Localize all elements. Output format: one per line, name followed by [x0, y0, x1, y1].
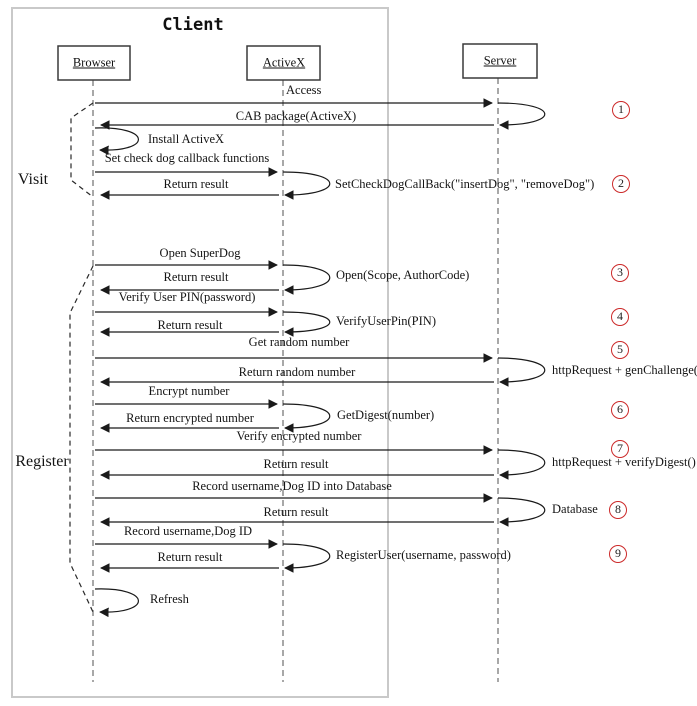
msg-return-result-5: Return result	[263, 504, 329, 519]
msg-return-result-2: Return result	[163, 269, 229, 284]
activex-loop-6	[282, 403, 331, 433]
message-arrows	[94, 98, 546, 618]
diagram-title: Client	[162, 15, 224, 35]
msg-return-encrypted: Return encrypted number	[126, 410, 254, 425]
register-bracket	[69, 265, 94, 613]
msg-return-result-1: Return result	[163, 176, 229, 191]
method-getdigest: GetDigest(number)	[337, 407, 435, 422]
server-box	[462, 43, 538, 79]
method-setcheckdogcallback: SetCheckDogCallBack("insertDog", "remove…	[335, 176, 595, 191]
method-genchallenge: httpRequest + genChallenge()	[552, 362, 697, 377]
activex-loop-3	[282, 264, 331, 295]
section-visit: Visit	[17, 171, 49, 188]
step-badge-8: 8	[609, 501, 627, 519]
msg-refresh: Refresh	[150, 591, 189, 606]
client-frame	[11, 7, 389, 698]
server-loop-5	[497, 357, 546, 387]
browser-selfloop-install	[94, 127, 139, 156]
method-verifydigest: httpRequest + verifyDigest()	[552, 454, 696, 469]
visit-bracket	[70, 102, 94, 198]
msg-record-db: Record username,Dog ID into Database	[192, 478, 392, 493]
server-loop-1	[497, 102, 546, 130]
browser-box	[57, 45, 131, 81]
msg-encrypt-number: Encrypt number	[148, 383, 230, 398]
step-badge-7: 7	[611, 440, 629, 458]
lifelines	[92, 78, 499, 682]
msg-access: Access	[286, 82, 322, 97]
activex-loop-2	[282, 171, 331, 200]
method-database: Database	[552, 501, 598, 516]
actor-boxes	[57, 43, 538, 81]
msg-open-superdog: Open SuperDog	[159, 245, 241, 260]
msg-return-result-6: Return result	[157, 549, 223, 564]
server-loop-8	[497, 497, 546, 527]
msg-get-random: Get random number	[248, 334, 350, 349]
msg-install-activex: Install ActiveX	[148, 131, 225, 146]
msg-cab-package: CAB package(ActiveX)	[235, 108, 357, 123]
method-verifyuserpin: VerifyUserPin(PIN)	[336, 313, 436, 328]
step-badge-1: 1	[612, 101, 630, 119]
msg-set-check-dog: Set check dog callback functions	[104, 150, 270, 165]
actor-browser: Browser	[72, 55, 116, 70]
activex-loop-4	[282, 311, 331, 337]
msg-verify-user-pin: Verify User PIN(password)	[118, 289, 256, 304]
msg-record-username: Record username,Dog ID	[123, 523, 253, 538]
step-badge-9: 9	[609, 545, 627, 563]
actor-activex: ActiveX	[262, 55, 306, 70]
section-brackets	[69, 102, 94, 613]
step-badge-6: 6	[611, 401, 629, 419]
actor-server: Server	[483, 53, 517, 68]
step-badge-4: 4	[611, 308, 629, 326]
method-registeruser: RegisterUser(username, password)	[336, 547, 511, 562]
section-register: Register	[15, 453, 69, 470]
step-badge-2: 2	[612, 175, 630, 193]
method-open: Open(Scope, AuthorCode)	[336, 267, 470, 282]
msg-return-result-4: Return result	[263, 456, 329, 471]
msg-return-result-3: Return result	[157, 317, 223, 332]
activex-box	[246, 45, 321, 81]
browser-selfloop-refresh	[94, 588, 139, 618]
step-badge-5: 5	[611, 341, 629, 359]
activex-loop-9	[282, 543, 331, 573]
step-badge-3: 3	[611, 264, 629, 282]
msg-verify-encrypted: Verify encrypted number	[236, 428, 362, 443]
msg-return-random: Return random number	[238, 364, 356, 379]
server-loop-7	[497, 449, 546, 480]
